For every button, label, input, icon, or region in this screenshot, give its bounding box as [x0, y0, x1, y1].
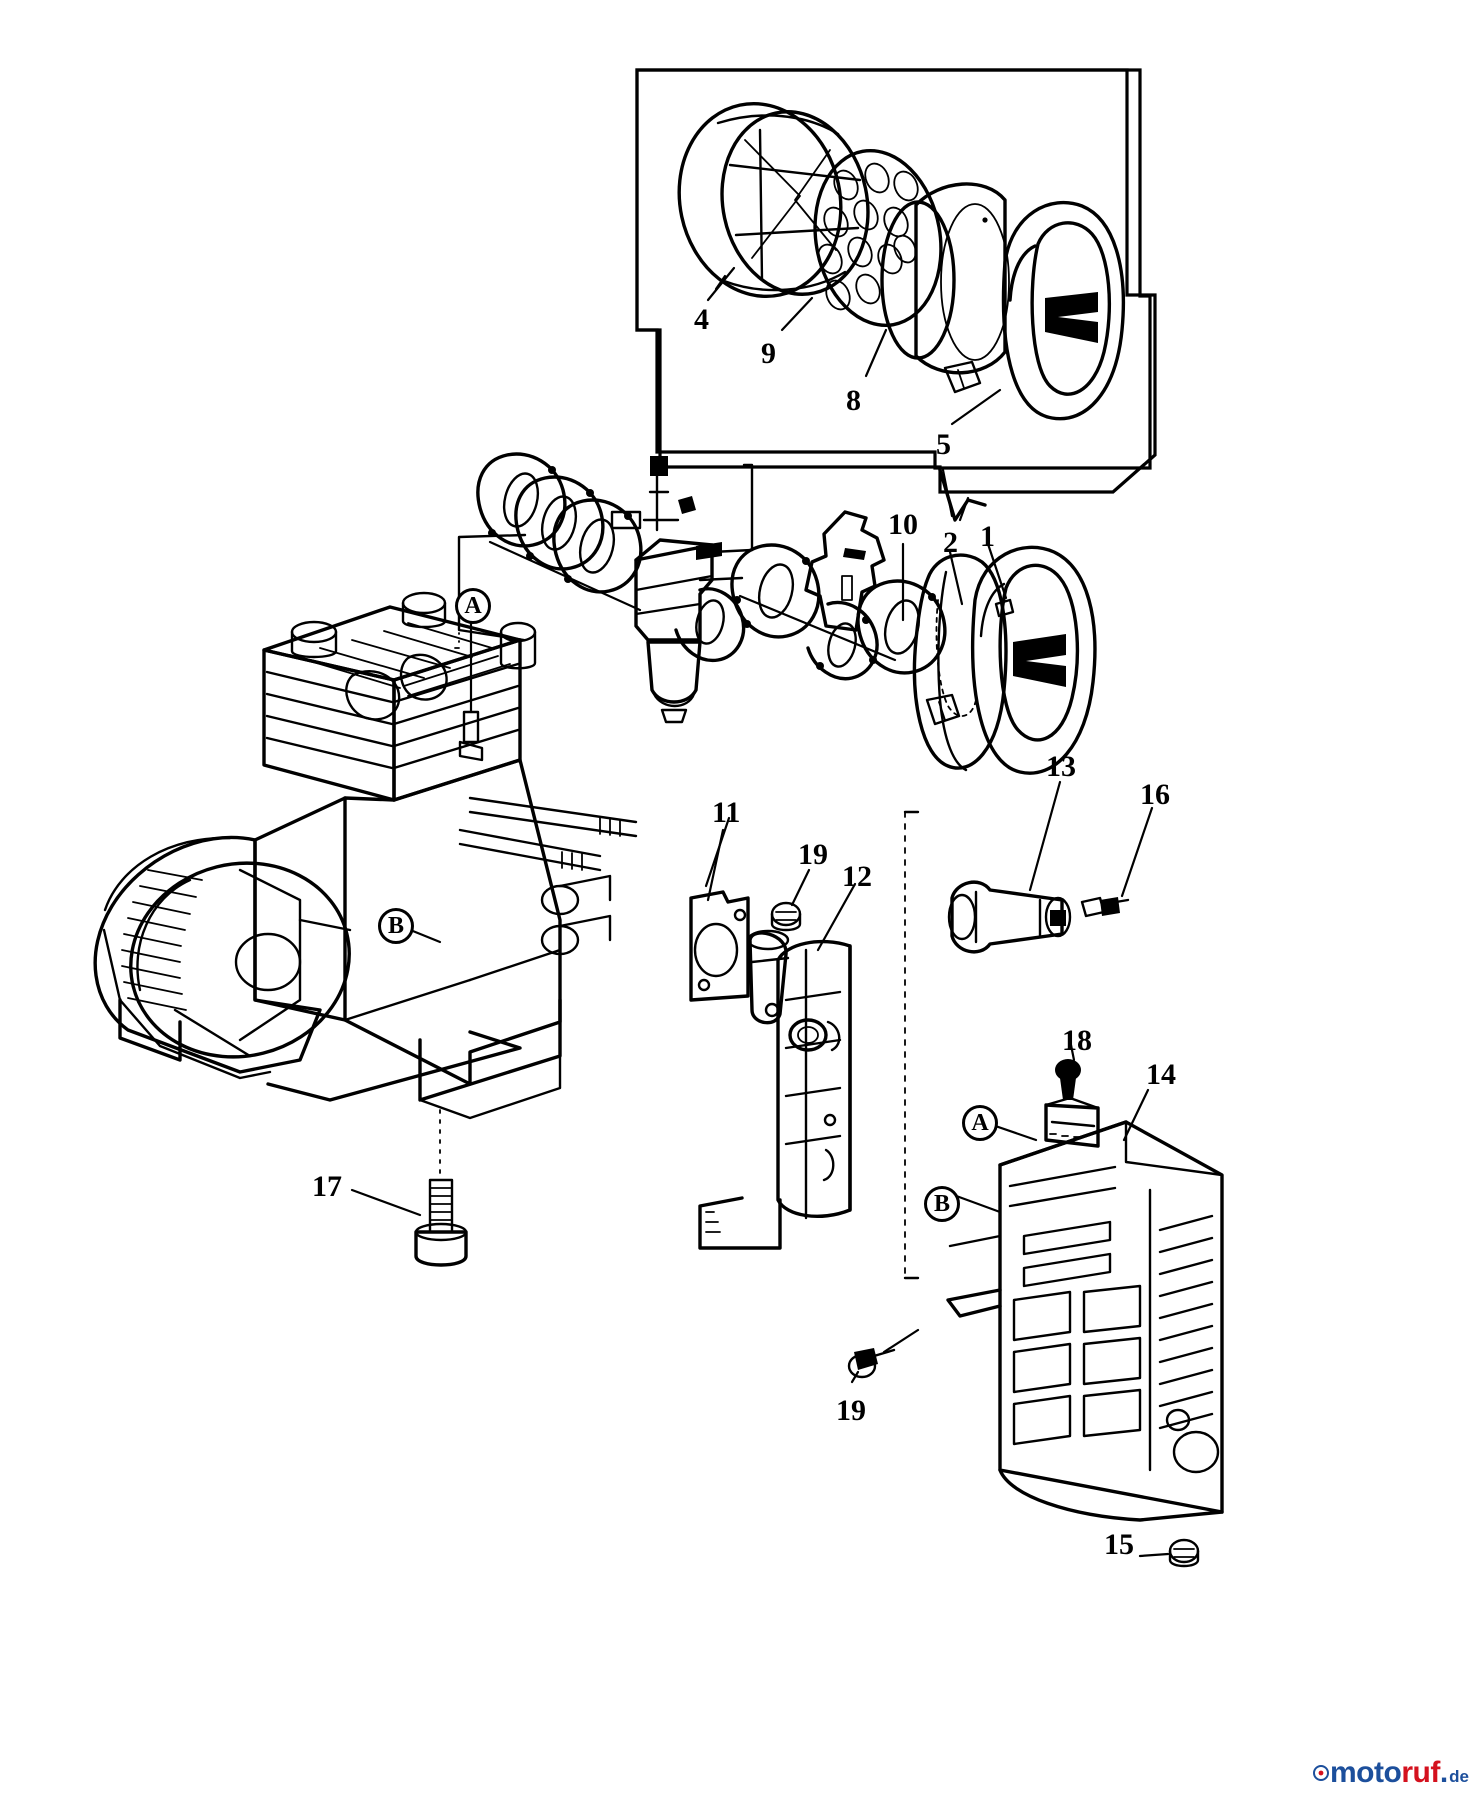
callout-5: 5	[936, 428, 951, 461]
callout-11: 11	[712, 796, 741, 829]
control-bracket	[804, 510, 886, 681]
muffler-flange	[746, 929, 790, 1025]
callout-4: 4	[694, 303, 709, 336]
part-15-tank-nut	[1138, 1538, 1200, 1568]
part-5-air-cleaner-cover-detail	[943, 200, 1126, 421]
part-18-muffler-nut	[770, 868, 811, 932]
callout-12: 12	[842, 860, 872, 893]
callout-10: 10	[888, 508, 918, 541]
callout-9: 9	[761, 337, 776, 370]
callout-17: 17	[312, 1170, 342, 1203]
ref-marker-b-tank: B	[924, 1186, 960, 1222]
watermark-logo-icon	[1312, 1765, 1329, 1781]
part-12-muffler	[698, 882, 857, 1250]
part-10-insulator-gasket	[856, 542, 947, 675]
ref-marker-a-tank: A	[962, 1105, 998, 1141]
watermark-de: de	[1449, 1767, 1469, 1786]
callout-18: 19	[798, 838, 828, 871]
detail-box-outline	[635, 68, 1157, 494]
part-2-air-cleaner-body	[912, 550, 1008, 772]
watermark-dot: .	[1439, 1756, 1449, 1789]
callout-1: 1	[980, 520, 995, 553]
inset-leader-lines	[706, 266, 1002, 426]
misc-leaders	[704, 816, 731, 888]
engine-block	[93, 591, 638, 1120]
carburetor-gaskets	[476, 452, 643, 612]
callout-19-upper: 18	[1062, 1024, 1092, 1057]
part-17-engine-mounting-bolt	[350, 1109, 468, 1267]
callout-19-lower: 19	[836, 1394, 866, 1427]
callout-16: 16	[1140, 778, 1170, 811]
watermark-ruf: ruf	[1401, 1756, 1440, 1789]
callout-8: 8	[846, 384, 861, 417]
part-4-air-cleaner-element-cage	[677, 101, 870, 299]
callout-13: 13	[1046, 750, 1076, 783]
part-carburetor	[610, 456, 754, 724]
part-1-air-cleaner-cover	[925, 542, 1097, 775]
part-19-lower-bolt	[847, 1328, 920, 1384]
part-8-air-cleaner-element	[880, 182, 1010, 375]
part-16-breather-pipe-clip	[1080, 806, 1154, 918]
callout-2: 2	[943, 526, 958, 559]
detail-box-leader	[938, 468, 987, 522]
ref-marker-b-engine: B	[378, 908, 414, 944]
callout-14: 14	[1146, 1058, 1176, 1091]
ref-marker-a-engine: A	[455, 588, 491, 624]
watermark-moto: moto	[1329, 1756, 1402, 1789]
part-11-muffler-gasket	[689, 828, 750, 1002]
callout-15: 15	[1104, 1528, 1134, 1561]
carburetor-outlet-gasket	[730, 543, 897, 662]
part-9-element-plate	[813, 148, 943, 328]
part-13-breather-pipe	[947, 780, 1072, 954]
